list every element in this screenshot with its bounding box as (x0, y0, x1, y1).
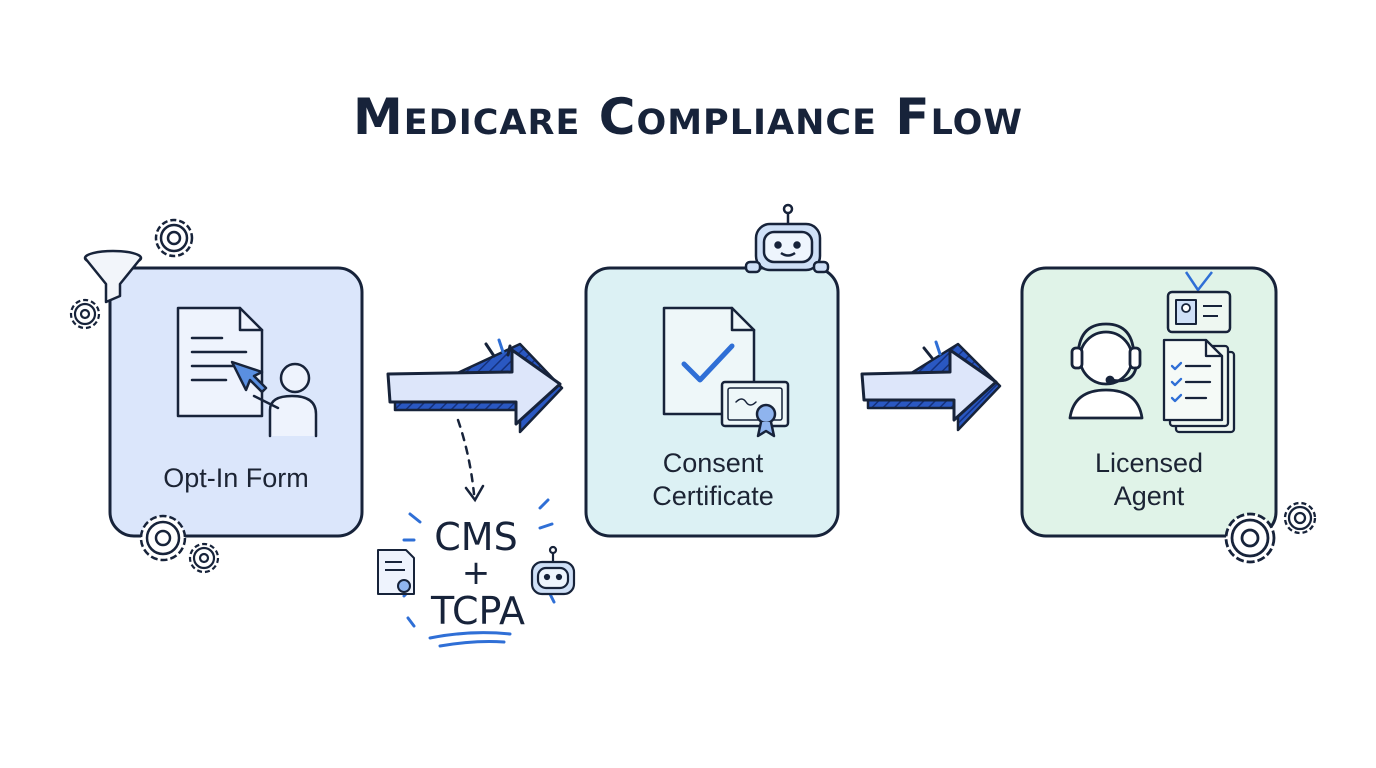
gear-icon (188, 542, 220, 574)
step-label-consent-line1: Consent (663, 448, 764, 478)
regulation-tcpa: TCPA (430, 589, 525, 633)
id-badge-icon (1166, 271, 1232, 334)
certificate-icon (720, 380, 790, 438)
gear-icon (154, 218, 194, 258)
form-document-icon (176, 306, 268, 418)
gear-icon (69, 298, 101, 330)
regulation-plus: + (462, 553, 491, 593)
headset-agent-icon (1068, 322, 1144, 420)
page-title: Medicare Compliance Flow (353, 88, 1023, 146)
gear-icon (1224, 512, 1276, 564)
gear-icon (139, 514, 187, 562)
flow-arrow (860, 340, 1002, 432)
robot-icon (744, 203, 830, 274)
dashed-connector (456, 418, 485, 503)
checklist-icon (1162, 338, 1236, 434)
step-label-consent-line2: Certificate (652, 481, 774, 511)
licensed-agent-box (1020, 266, 1278, 538)
funnel-icon (83, 249, 143, 304)
regulation-cms: CMS (434, 515, 517, 559)
certificate-document-icon (377, 549, 415, 595)
flow-arrow (386, 338, 564, 434)
step-label-agent-line2: Agent (1114, 481, 1185, 511)
robot-icon (530, 545, 576, 596)
step-label-opt-in: Opt-In Form (163, 463, 309, 493)
gear-icon (1283, 501, 1317, 535)
user-icon (252, 362, 318, 438)
step-label-agent-line1: Licensed (1095, 448, 1203, 478)
